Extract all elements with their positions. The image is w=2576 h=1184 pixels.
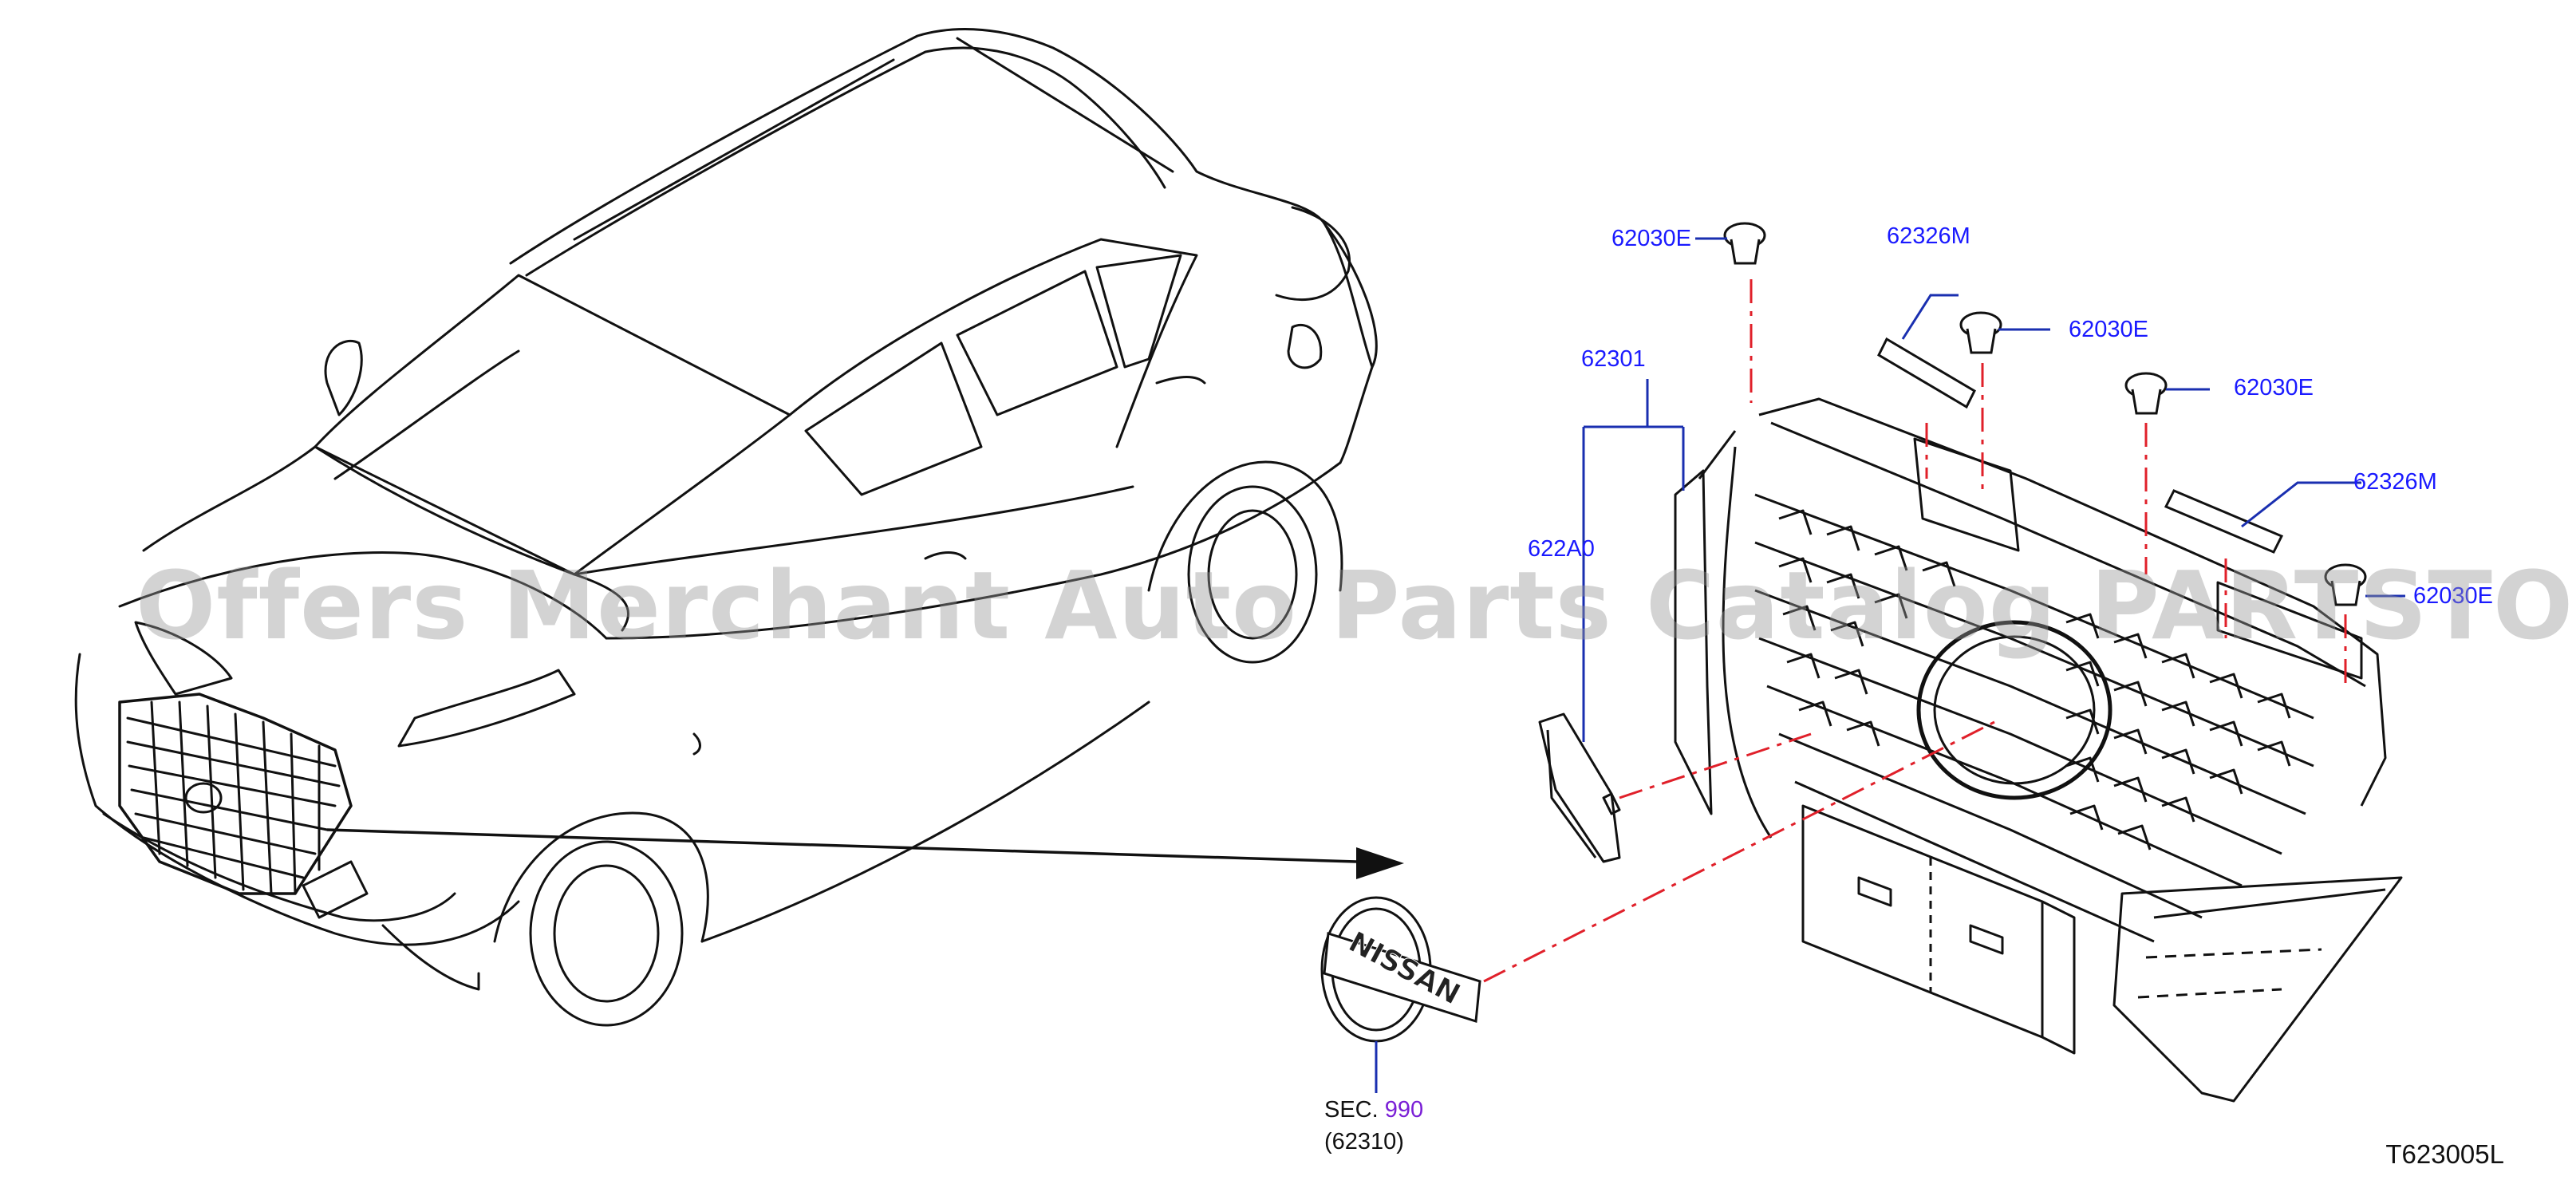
callout-62030E-c[interactable]: 62030E <box>2234 375 2314 401</box>
molding-a-icon <box>1877 337 1976 409</box>
molding-b-icon <box>2164 489 2284 554</box>
section-prefix: SEC. <box>1324 1097 1379 1123</box>
front-grille-assembly[interactable] <box>1674 397 2403 1103</box>
callout-62326M-a[interactable]: 62326M <box>1887 223 1970 249</box>
callout-62326M-b[interactable]: 62326M <box>2353 469 2437 495</box>
clip-d-icon <box>2324 563 2367 606</box>
diagram-id: T623005L <box>2385 1139 2504 1169</box>
callout-622A0[interactable]: 622A0 <box>1528 536 1595 562</box>
clip-c-icon <box>2124 372 2168 415</box>
callout-62301[interactable]: 62301 <box>1581 346 1646 372</box>
clip-b-icon <box>1959 311 2002 354</box>
part-622A0-cover[interactable] <box>1538 712 1621 863</box>
callout-leaders <box>1582 237 2405 742</box>
clip-a-icon <box>1723 222 1766 265</box>
callout-62030E-d[interactable]: 62030E <box>2413 583 2493 609</box>
clip-62030E-icons <box>1723 222 2367 606</box>
section-number-link[interactable]: 990 <box>1384 1097 1424 1123</box>
grille-pointer-arrow <box>326 828 1404 879</box>
vehicle-illustration <box>74 28 1378 1027</box>
callout-62030E-a[interactable]: 62030E <box>1611 226 1691 251</box>
section-part-number: (62310) <box>1324 1129 1404 1154</box>
nissan-emblem[interactable]: NISSAN <box>1320 896 1481 1093</box>
molding-62326M-icons <box>1877 337 2284 554</box>
section-ref: SEC. 990 <box>1324 1099 1423 1122</box>
alignment-lines <box>1483 279 2347 983</box>
callout-62030E-b[interactable]: 62030E <box>2069 317 2148 342</box>
